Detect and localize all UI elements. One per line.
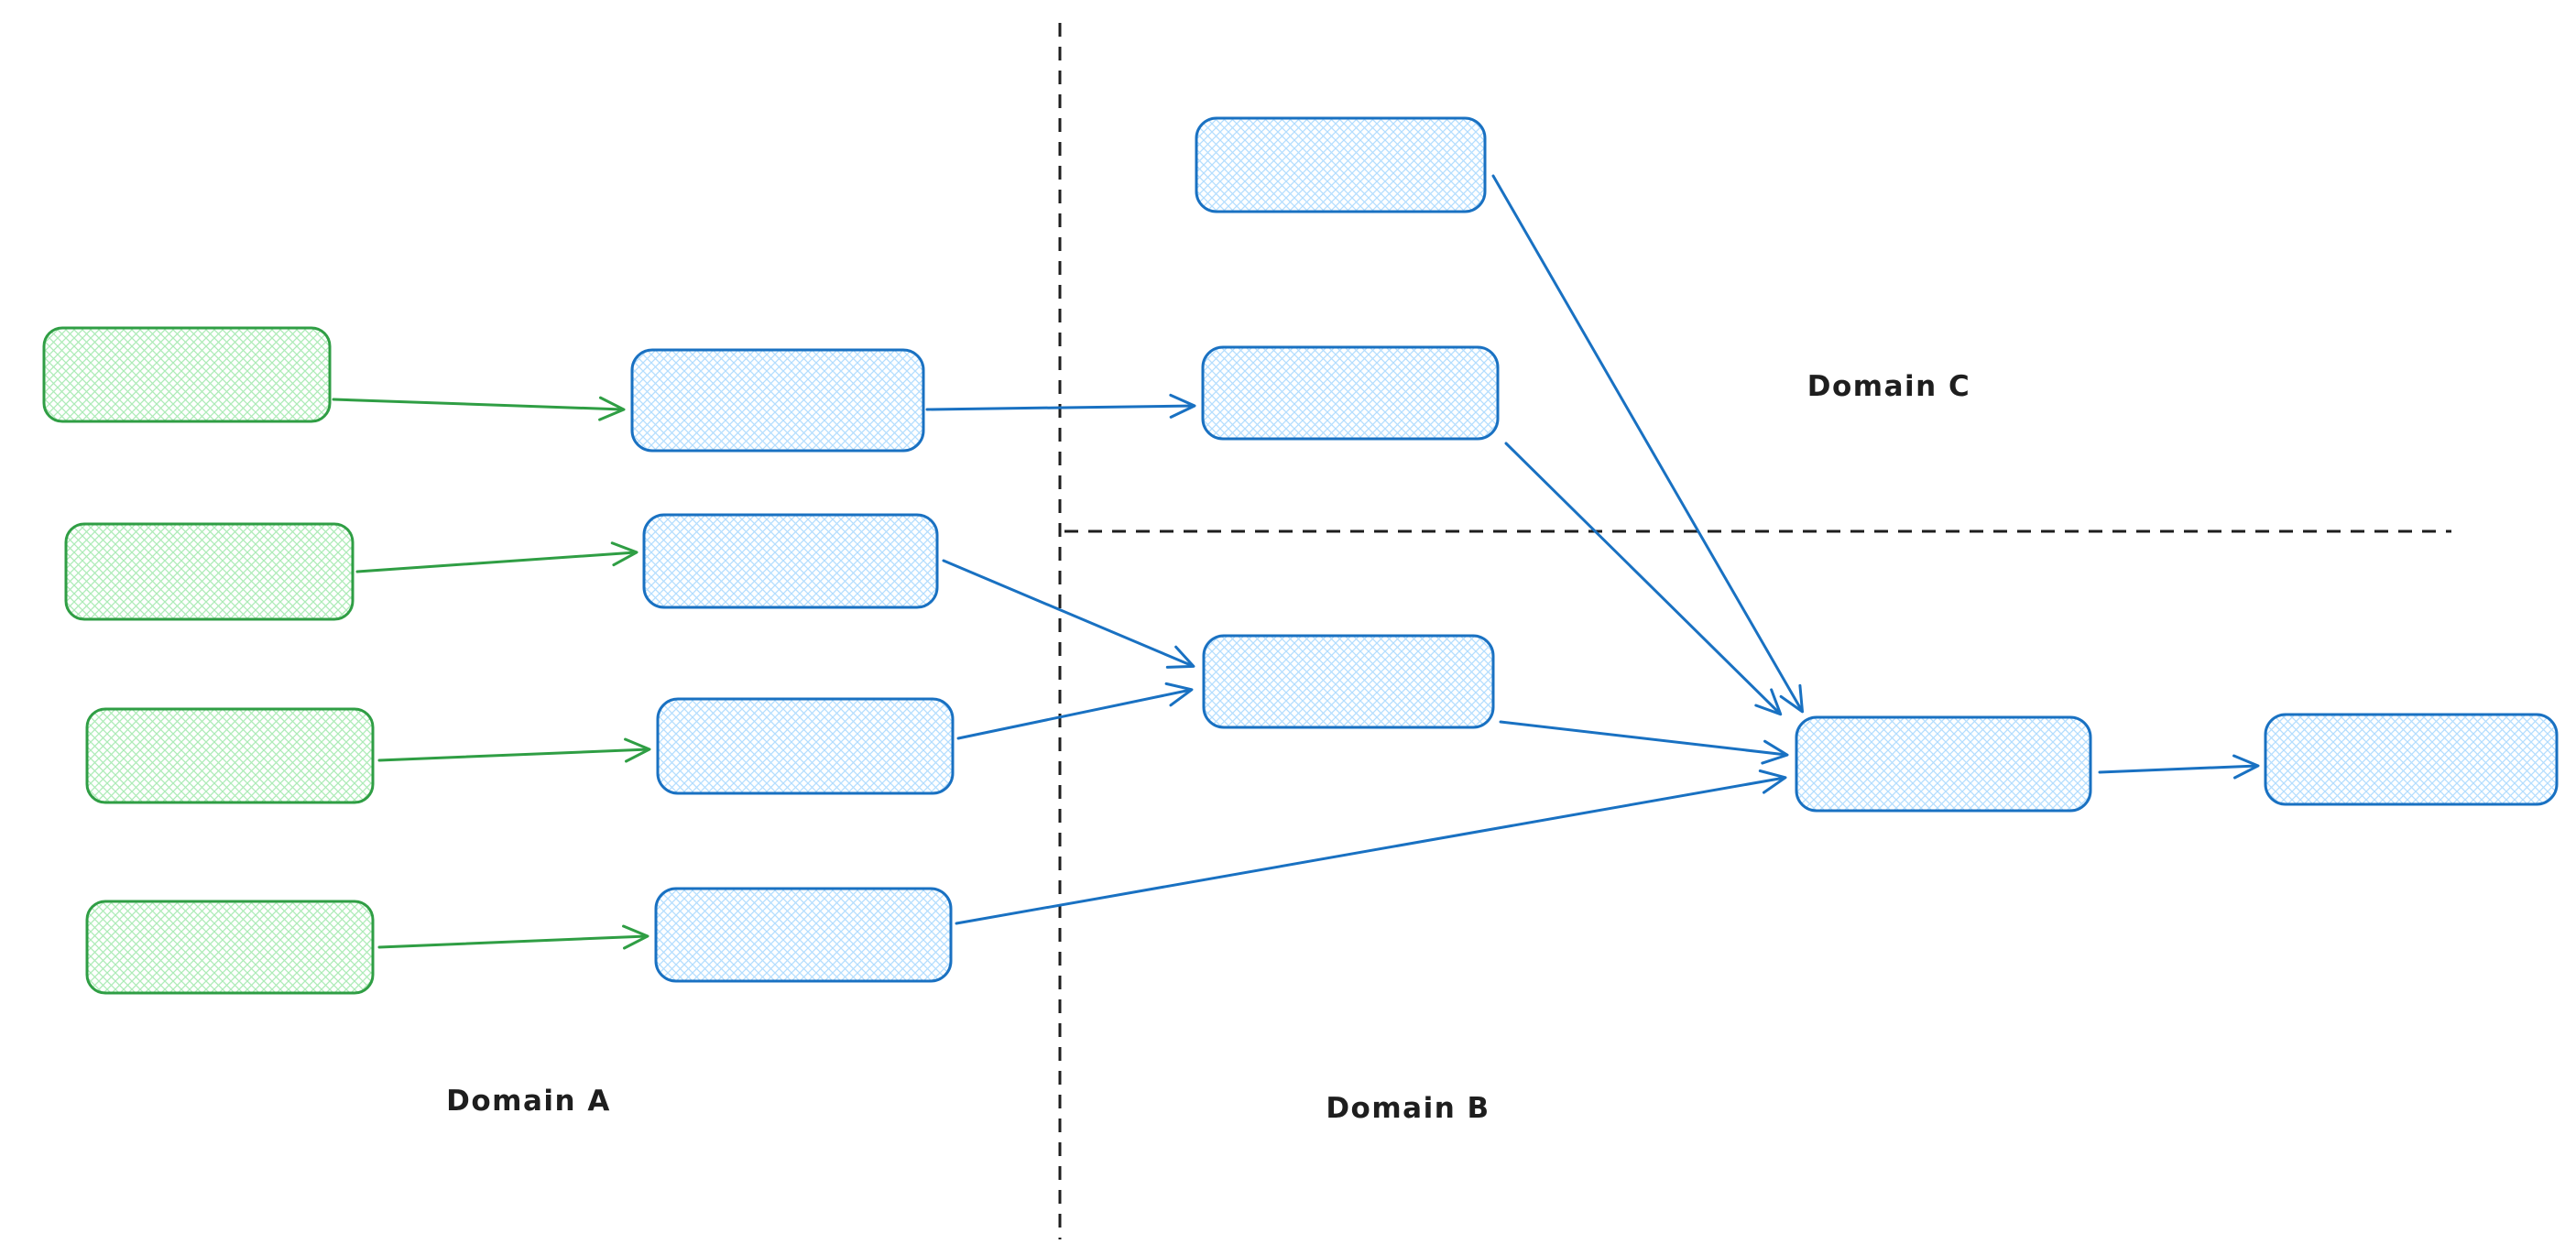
label-domain-b[interactable]: Domain B — [1326, 1092, 1490, 1125]
arrow-c-top-to-b-hub[interactable] — [1491, 174, 1804, 714]
arrow-a4-to-b-hub[interactable] — [955, 769, 1787, 925]
arrow-a2-to-b-mid[interactable] — [942, 559, 1195, 669]
node-green-1[interactable] — [42, 326, 332, 423]
arrow-green-3-to-a3[interactable] — [377, 737, 651, 763]
node-blue-b-mid[interactable] — [1202, 634, 1495, 729]
arrow-green-2-to-a2[interactable] — [355, 541, 639, 573]
node-blue-a1[interactable] — [630, 348, 925, 453]
node-blue-c-mid[interactable] — [1201, 345, 1500, 441]
arrow-a3-to-b-mid[interactable] — [956, 682, 1194, 740]
node-blue-c-top[interactable] — [1195, 116, 1487, 213]
arrow-a1-to-c-mid[interactable] — [925, 393, 1196, 419]
node-green-4[interactable] — [85, 900, 375, 995]
node-blue-a4[interactable] — [654, 887, 953, 983]
arrow-c-mid-to-b-hub[interactable] — [1504, 442, 1783, 716]
label-domain-a[interactable]: Domain A — [446, 1085, 611, 1118]
node-blue-b-end[interactable] — [2264, 713, 2559, 806]
arrow-green-1-to-a1[interactable] — [332, 396, 626, 421]
node-green-2[interactable] — [64, 522, 355, 621]
arrow-b-hub-to-b-end[interactable] — [2098, 754, 2260, 780]
node-blue-a3[interactable] — [656, 697, 955, 795]
node-blue-b-hub[interactable] — [1795, 715, 2092, 813]
node-blue-a2[interactable] — [642, 513, 939, 609]
arrow-green-4-to-a4[interactable] — [377, 924, 649, 950]
label-domain-c[interactable]: Domain C — [1807, 370, 1971, 403]
arrow-b-mid-to-b-hub[interactable] — [1499, 720, 1789, 765]
node-green-3[interactable] — [85, 707, 375, 804]
